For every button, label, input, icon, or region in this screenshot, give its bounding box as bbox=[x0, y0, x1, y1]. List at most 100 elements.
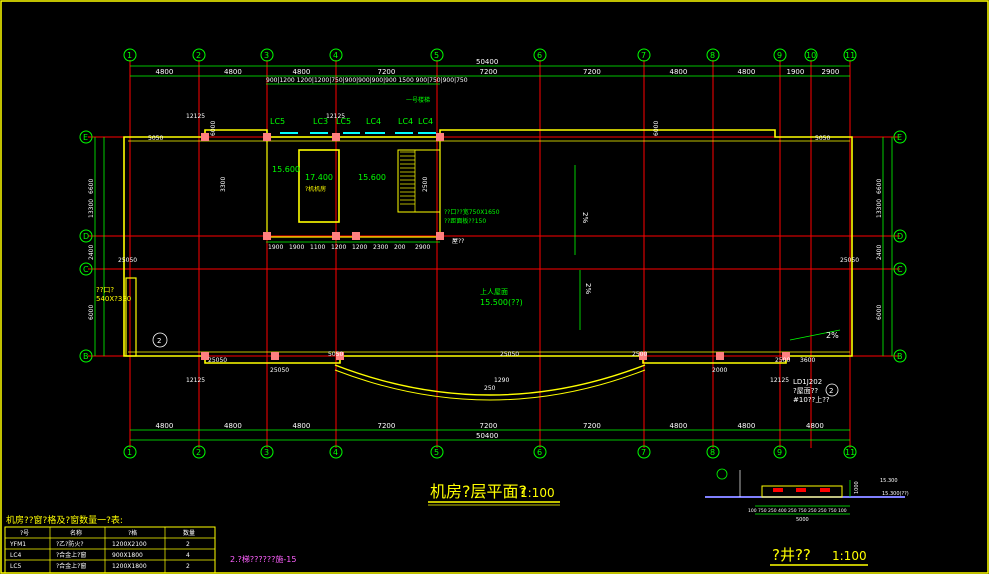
schedule-cell: ?乙?防火? bbox=[56, 540, 84, 548]
dim-right: 2400 bbox=[876, 245, 883, 260]
stair-label: 一号楼梯 bbox=[406, 96, 430, 104]
section-dim: 250 bbox=[818, 508, 827, 514]
dim-inner: 1900 bbox=[268, 244, 283, 251]
schedule-cell: ?合金上?窗 bbox=[56, 562, 86, 570]
schedule-cell: ?合金上?窗 bbox=[56, 551, 86, 559]
schedule-cell: 900X1800 bbox=[112, 552, 143, 559]
axis-label-top: 6 bbox=[537, 51, 542, 60]
dim-top-detail: 900|1200 1200|1200|750|900|900|900|900 1… bbox=[266, 77, 468, 84]
section-dim: 100 bbox=[748, 508, 757, 514]
window-label: LC4 bbox=[398, 117, 413, 126]
slope-mark: 2% bbox=[581, 212, 589, 223]
dim-left: 6000 bbox=[88, 305, 95, 320]
section-dim: 250 bbox=[768, 508, 777, 514]
dim-misc: 2500 bbox=[632, 351, 647, 358]
dim-top-span: 7200 bbox=[480, 68, 498, 76]
dim-misc: 3300 bbox=[220, 177, 227, 192]
dim-misc: 2000 bbox=[712, 367, 727, 374]
dim-top-span: 4800 bbox=[224, 68, 242, 76]
stair-treads bbox=[400, 150, 416, 212]
section-level: 15.300 bbox=[880, 478, 898, 484]
axis-label-top: 4 bbox=[333, 51, 338, 60]
drawing-number: 2.?梯??????施-15 bbox=[230, 554, 296, 564]
axis-label-bottom: 1 bbox=[127, 448, 132, 457]
schedule-title: 机房??窗?格及?窗数量一?表: bbox=[6, 514, 123, 526]
dim-top-span: 7200 bbox=[378, 68, 396, 76]
dim-inner: 1200 bbox=[331, 244, 346, 251]
axis-label-right: C bbox=[897, 265, 903, 274]
dim-top-span: 4800 bbox=[670, 68, 688, 76]
section-level-roof: 15.300(??) bbox=[882, 491, 909, 497]
dim-misc: 250 bbox=[484, 385, 496, 392]
schedule-cell: 2 bbox=[186, 541, 190, 548]
detail-ref-3: #10??上?? bbox=[793, 395, 830, 404]
dim-misc: 5050 bbox=[815, 135, 830, 142]
building-walls bbox=[123, 129, 853, 401]
dim-bottom-span: 4800 bbox=[670, 422, 688, 430]
window-label: LC5 bbox=[336, 117, 351, 126]
dimension-lines bbox=[94, 65, 893, 441]
dim-misc: 25050 bbox=[208, 357, 227, 364]
dim-misc: 12125 bbox=[770, 377, 789, 384]
dim-misc: 12125 bbox=[326, 113, 345, 120]
axis-label-bottom: 11 bbox=[845, 448, 855, 457]
axis-label-left: D bbox=[83, 232, 89, 241]
dim-bottom-span: 7200 bbox=[583, 422, 601, 430]
section-dim: 250 bbox=[788, 508, 797, 514]
axis-label-top: 1 bbox=[127, 51, 132, 60]
section-dim: 750 bbox=[828, 508, 837, 514]
schedule-cell: LC4 bbox=[10, 552, 22, 559]
window-label: LC5 bbox=[270, 117, 285, 126]
dim-top-span: 1900 bbox=[787, 68, 805, 76]
axis-label-top: 3 bbox=[264, 51, 269, 60]
dim-top-span: 7200 bbox=[583, 68, 601, 76]
dim-misc: 6000 bbox=[653, 121, 660, 136]
dim-misc: 25050 bbox=[118, 257, 137, 264]
axis-label-bottom: 9 bbox=[777, 448, 782, 457]
schedule-cell: 4 bbox=[186, 552, 190, 559]
detail-mark: 2 bbox=[829, 387, 833, 395]
dim-bottom-span: 4800 bbox=[293, 422, 311, 430]
dim-misc: 6000 bbox=[210, 121, 217, 136]
section-dim: 750 bbox=[798, 508, 807, 514]
axis-label-bottom: 7 bbox=[641, 448, 646, 457]
dim-misc: 5050 bbox=[328, 351, 343, 358]
axis-label-bottom: 5 bbox=[434, 448, 439, 457]
axis-label-top: 9 bbox=[777, 51, 782, 60]
section-dim: 400 bbox=[778, 508, 787, 514]
axis-label-bottom: 2 bbox=[196, 448, 201, 457]
schedule-header: 名称 bbox=[70, 529, 82, 537]
dim-bottom-span: 4800 bbox=[224, 422, 242, 430]
dim-misc: 2500 bbox=[775, 357, 790, 364]
dim-top-span: 4800 bbox=[156, 68, 174, 76]
slope-mark: 2% bbox=[584, 283, 592, 294]
room-note: 屋?? bbox=[452, 238, 464, 245]
axis-label-bottom: 3 bbox=[264, 448, 269, 457]
schedule-header: ?格 bbox=[128, 529, 137, 537]
section-title: ?井?? bbox=[772, 546, 811, 564]
dim-inner: 1200 bbox=[352, 244, 367, 251]
grid-axes bbox=[88, 60, 900, 448]
dim-misc: 3600 bbox=[800, 357, 815, 364]
dim-misc: 5050 bbox=[148, 135, 163, 142]
hatch-note-2: ??距面板??150 bbox=[444, 217, 486, 225]
roof-entry: 上人屋面 bbox=[480, 287, 508, 296]
level-mark: 15.500(??) bbox=[480, 298, 523, 307]
dim-inner: 200 bbox=[394, 244, 406, 251]
dim-misc: 12125 bbox=[186, 113, 205, 120]
axis-label-top: 5 bbox=[434, 51, 439, 60]
plan-scale: 1:100 bbox=[520, 486, 555, 500]
axis-label-left: E bbox=[83, 133, 88, 142]
axis-label-right: B bbox=[897, 352, 903, 361]
dim-bottom-span: 7200 bbox=[480, 422, 498, 430]
axis-label-top: 8 bbox=[710, 51, 715, 60]
dim-top-total: 50400 bbox=[476, 58, 498, 66]
window-label: LC4 bbox=[366, 117, 381, 126]
plan-title: 机房?层平面? bbox=[430, 482, 527, 501]
dim-bottom-span: 4800 bbox=[806, 422, 824, 430]
